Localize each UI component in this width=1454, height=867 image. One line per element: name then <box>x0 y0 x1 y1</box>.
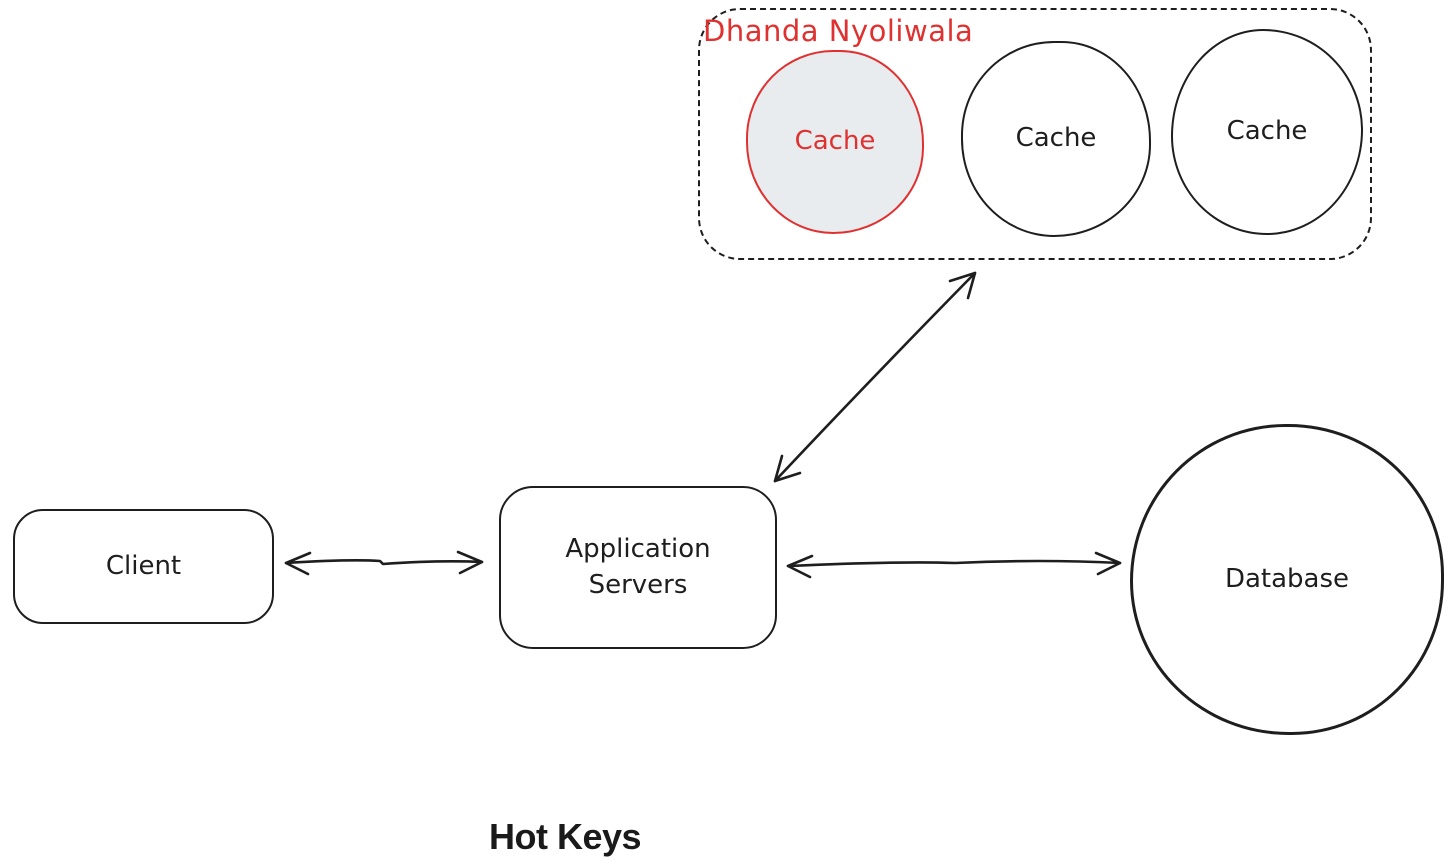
arrow-client-app <box>284 550 484 576</box>
cache-node-2: Cache <box>961 41 1151 237</box>
client-node: Client <box>13 509 274 624</box>
client-node-label: Client <box>105 550 182 581</box>
cache-node-3: Cache <box>1171 29 1363 235</box>
app-servers-node-label: Application Servers <box>565 534 711 600</box>
arrow-app-cache <box>773 271 977 483</box>
cache-cluster-box <box>698 8 1372 260</box>
database-node-label: Database <box>1224 563 1350 594</box>
database-node: Database <box>1130 424 1444 735</box>
app-servers-node: Application Servers <box>499 486 777 649</box>
cache-node-2-label: Cache <box>1015 123 1097 154</box>
cache-node-hot: Cache <box>746 50 924 234</box>
caption-hot-keys: Hot Keys <box>489 816 642 857</box>
arrow-app-db <box>786 551 1122 579</box>
cache-node-hot-label: Cache <box>794 126 876 157</box>
cache-cluster-label: Dhanda Nyoliwala <box>703 14 974 48</box>
cache-node-3-label: Cache <box>1226 116 1308 147</box>
